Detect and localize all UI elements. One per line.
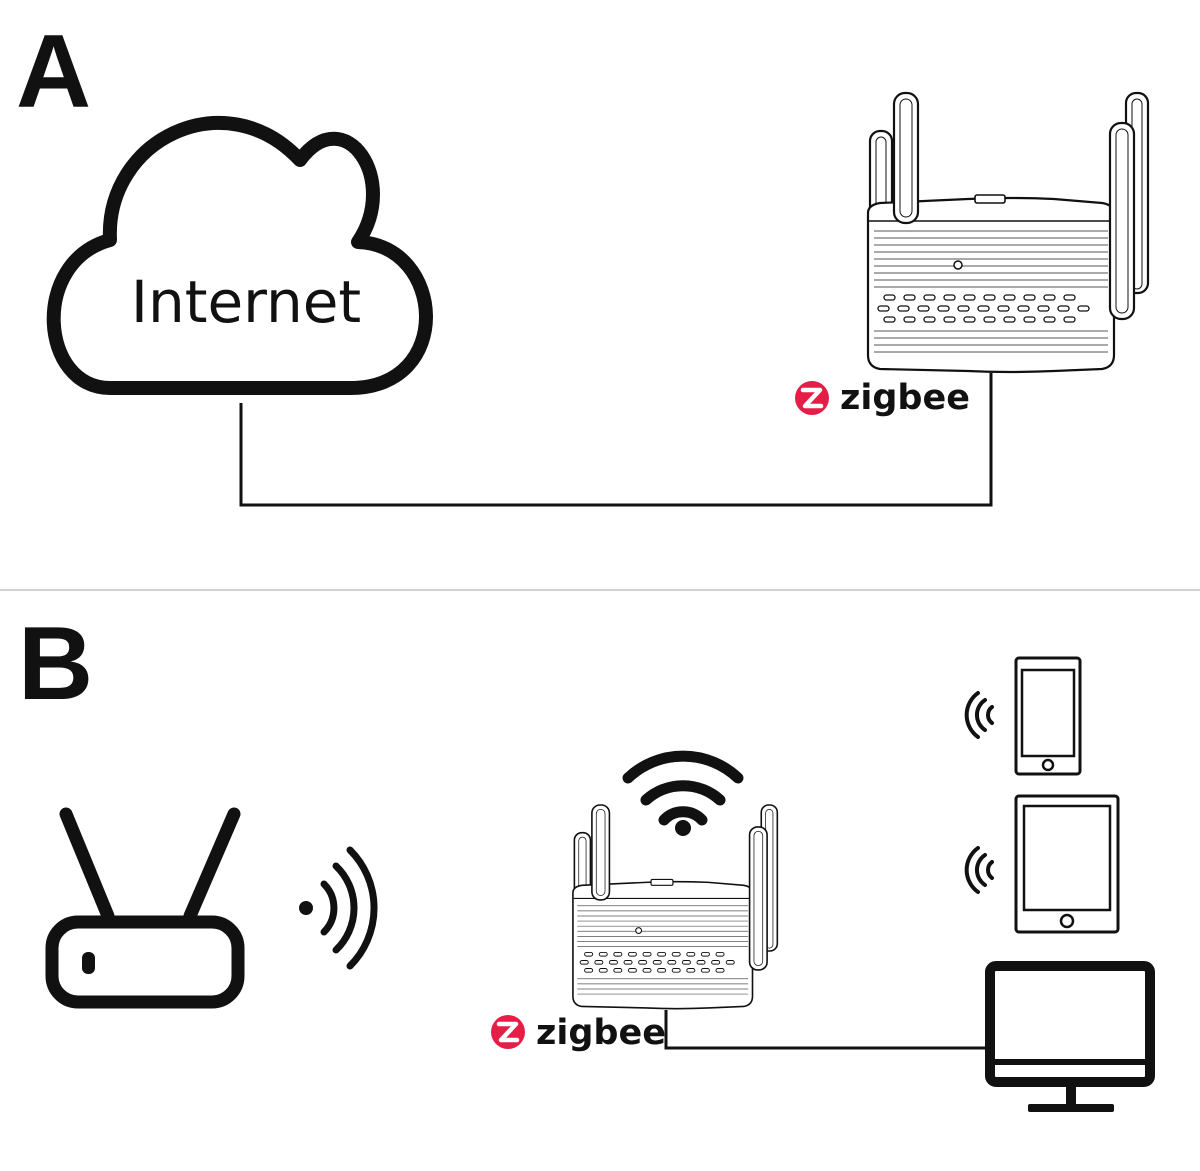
internet-label: Internet (131, 268, 361, 336)
zigbee-label-a: zigbee (840, 378, 970, 418)
phone-signal-icon (964, 691, 994, 739)
panel-b-label: B (18, 606, 94, 722)
zigbee-logo-icon (491, 1015, 525, 1049)
wifi-router-icon (45, 807, 245, 1009)
connection-line-b (664, 1010, 990, 1050)
smartphone-icon (1014, 656, 1082, 776)
wifi-signal-icon (622, 750, 744, 836)
connection-line-a (239, 373, 993, 507)
panel-a-label: A (16, 14, 92, 130)
zigbee-label-b: zigbee (536, 1013, 666, 1053)
cloud-icon (46, 115, 433, 395)
zigbee-gateway-icon (866, 91, 1150, 374)
zigbee-logo-icon (795, 381, 829, 415)
panel-divider (0, 589, 1200, 591)
tablet-signal-icon (964, 846, 994, 894)
zigbee-gateway-icon (572, 804, 779, 1010)
tablet-icon (1014, 794, 1120, 934)
desktop-monitor-icon (985, 961, 1155, 1112)
router-wifi-signal-icon (299, 846, 378, 970)
